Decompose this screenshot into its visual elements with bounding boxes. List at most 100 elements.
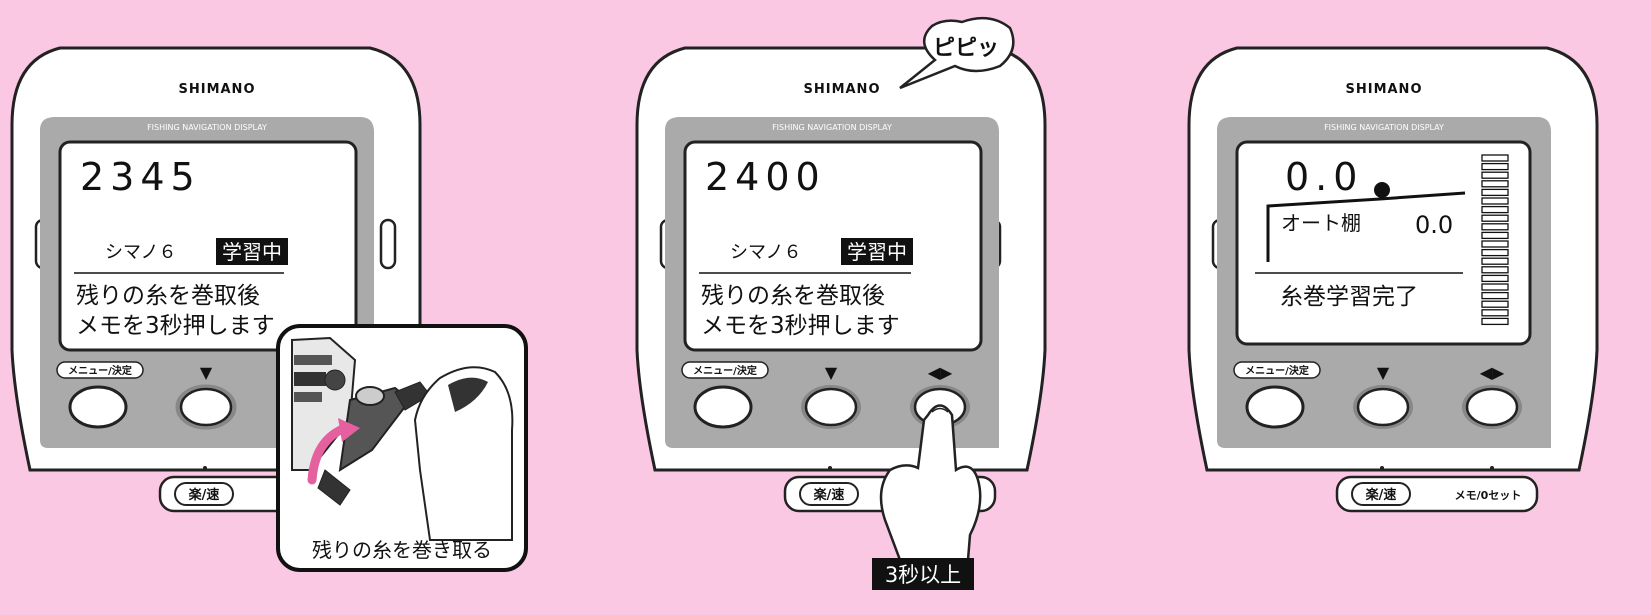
- brand-logo: SHIMANO: [1345, 82, 1422, 97]
- reel-detail: [294, 392, 322, 402]
- meter-segment: [1481, 231, 1509, 240]
- status-badge-text: 学習中: [847, 240, 907, 264]
- meter-segment: [1481, 309, 1509, 317]
- memo-reset-label[interactable]: メモ/0セット: [1455, 489, 1522, 502]
- raku-soku-badge: [799, 482, 859, 506]
- raku-soku-label[interactable]: 楽/速: [1365, 487, 1397, 503]
- meter-segment: [1481, 171, 1509, 179]
- menu-button-label-box: [56, 361, 144, 379]
- instruction-line-1: 残りの糸を巻取後: [701, 283, 885, 309]
- rotation-arrow-head: [338, 418, 360, 442]
- instruction-line-1: 残りの糸を巻取後: [76, 283, 260, 309]
- meter-segment: [1481, 291, 1509, 300]
- menu-button[interactable]: [693, 385, 753, 429]
- depth-line: [1266, 191, 1466, 262]
- reel-detail: [294, 355, 332, 365]
- panel-1: SHIMANO FISHING NAVIGATION DISPLAY 2345 …: [10, 46, 528, 572]
- down-arrow-label: ▼: [825, 363, 838, 382]
- down-button[interactable]: [1356, 387, 1410, 427]
- indicator-dot: [203, 466, 207, 470]
- segment-meter: [1481, 154, 1509, 326]
- brand-logo: SHIMANO: [178, 82, 255, 97]
- meter-segment: [1481, 205, 1509, 214]
- indicator-dot: [1380, 466, 1384, 470]
- lr-arrow-label: ◀▶: [928, 363, 953, 382]
- meter-segment: [1481, 266, 1509, 274]
- raku-soku-label[interactable]: 楽/速: [188, 487, 220, 503]
- meter-segment: [1481, 188, 1509, 197]
- reel-detail: [294, 372, 326, 386]
- down-arrow-label: ▼: [200, 363, 213, 382]
- menu-button-label: メニュー/決定: [1245, 364, 1309, 377]
- reel-inset: 残りの糸を巻き取る: [276, 324, 528, 572]
- meter-segment: [1481, 223, 1509, 231]
- display-caption: FISHING NAVIGATION DISPLAY: [147, 123, 267, 132]
- indicator-dot: [1490, 466, 1494, 470]
- meter-segment: [1481, 162, 1509, 171]
- raku-soku-label[interactable]: 楽/速: [813, 487, 845, 503]
- menu-button-label-box: [681, 361, 769, 379]
- preset-name: シマノ６: [105, 242, 176, 263]
- down-button[interactable]: [179, 387, 233, 427]
- menu-button-label: メニュー/決定: [68, 364, 132, 377]
- meter-segment: [1481, 240, 1509, 248]
- meter-segment: [1481, 214, 1509, 222]
- down-arrow-label: ▼: [1377, 363, 1390, 382]
- lr-button[interactable]: [1465, 387, 1519, 427]
- panel-2: SHIMANO FISHING NAVIGATION DISPLAY 2400 …: [635, 16, 1047, 590]
- meter-segment: [1481, 197, 1509, 205]
- status-badge: [216, 238, 288, 265]
- down-button[interactable]: [804, 387, 858, 427]
- inset-caption: 残りの糸を巻き取る: [312, 538, 492, 562]
- hold-label: 3秒以上: [885, 563, 961, 587]
- lcd-screen: [683, 140, 983, 352]
- beep-text: ピピッ: [933, 36, 999, 61]
- pressing-finger: [879, 404, 982, 562]
- reel-cap: [355, 386, 385, 406]
- instruction-line-2: メモを3秒押します: [76, 313, 275, 339]
- menu-button-label-box: [1233, 361, 1321, 379]
- hand-grip-knob: [448, 377, 488, 412]
- display-caption: FISHING NAVIGATION DISPLAY: [1324, 123, 1444, 132]
- meter-segment: [1481, 154, 1509, 162]
- complete-message: 糸巻学習完了: [1280, 284, 1418, 310]
- meter-segment: [1481, 180, 1509, 188]
- meter-segment: [1481, 257, 1509, 265]
- indicator-dot: [828, 466, 832, 470]
- display-caption: FISHING NAVIGATION DISPLAY: [772, 123, 892, 132]
- hold-label-box: [872, 558, 974, 590]
- preset-name: シマノ６: [730, 242, 801, 263]
- menu-button[interactable]: [68, 385, 128, 429]
- menu-button-label: メニュー/決定: [693, 364, 757, 377]
- meter-segment: [1481, 274, 1509, 283]
- speech-bubble: [899, 16, 1015, 90]
- reel-handle-arm: [338, 386, 412, 472]
- auto-tana-value: 0.0: [1415, 211, 1453, 239]
- depth-marker: [1374, 182, 1390, 198]
- auto-tana-label: オート棚: [1281, 211, 1361, 235]
- lr-arrow-label: ◀▶: [1480, 363, 1505, 382]
- depth-readout: 0.0: [1285, 155, 1363, 199]
- meter-segment: [1481, 283, 1509, 291]
- handle-knob-bottom: [317, 469, 351, 506]
- panel-3: SHIMANO FISHING NAVIGATION DISPLAY 0.0 オ…: [1187, 46, 1599, 513]
- meter-segment: [1481, 317, 1509, 326]
- line-counter: 2400: [705, 155, 826, 199]
- brand-logo: SHIMANO: [803, 82, 880, 97]
- raku-soku-badge: [174, 482, 234, 506]
- hand: [413, 366, 514, 541]
- status-badge: [841, 238, 913, 265]
- instruction-line-2: メモを3秒押します: [701, 313, 900, 339]
- lcd-screen: [58, 140, 358, 352]
- status-badge-text: 学習中: [222, 240, 282, 264]
- line-counter: 2345: [80, 155, 201, 199]
- side-knob-right: [379, 218, 397, 270]
- rotation-arrow: [307, 423, 350, 485]
- meter-segment: [1481, 300, 1509, 308]
- reel-knob: [324, 369, 346, 391]
- menu-button[interactable]: [1245, 385, 1305, 429]
- raku-soku-badge: [1351, 482, 1411, 506]
- fingernail: [931, 407, 949, 413]
- meter-segment: [1481, 248, 1509, 257]
